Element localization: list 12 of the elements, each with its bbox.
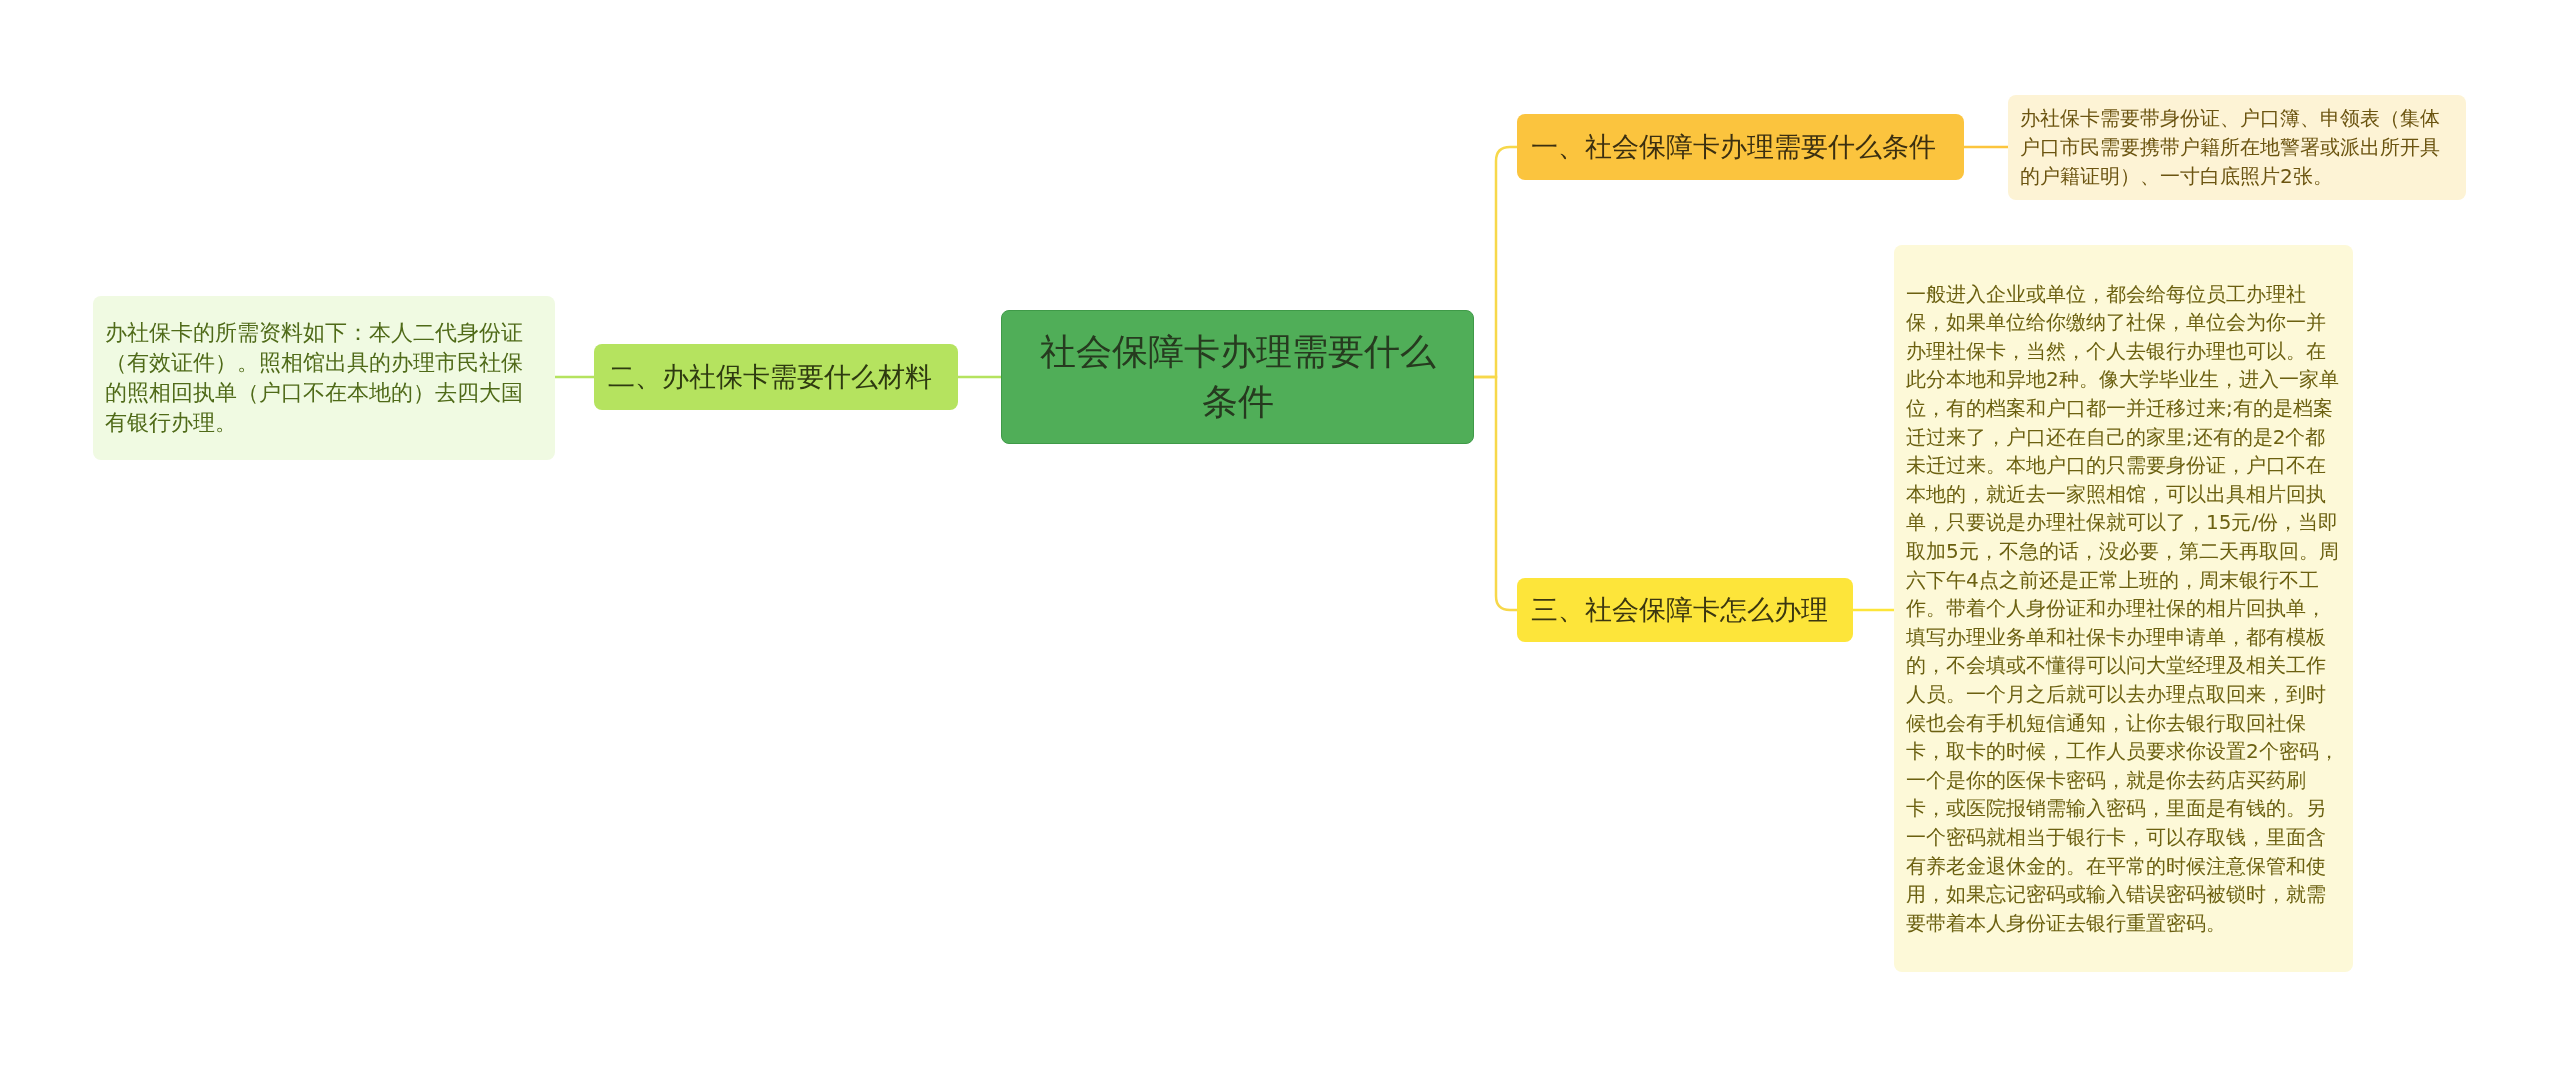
connector-line — [555, 375, 594, 379]
connector-line — [958, 375, 1001, 379]
note-box: 一般进入企业或单位，都会给每位员工办理社保，如果单位给你缴纳了社保，单位会为你一并办理社保卡，当然，个人去银行办理也可以。在此分本地和异地2种。像大学毕业生，进入一家单位，有的档案和户口都一并迁移过来;有的是档案迁过来了，户口还在自己的家里;还有的是2个都未迁过来。本地户口的只需要身份证，户口不在本地的，就近去一家照相馆，可以出具相片回执单，只要说是办理社保就可以了，15元/份，当即取加5元，不急的话，没必要，第二天再取回。周六下午4点之前还是正常上班的，周末银行不工作。带着个人身份证和办理社保的相片回执单，填写办理业务单和社保卡办理申请单，都有模板的，不会填或不懂得可以问大堂经理及相关工作人员。一个月之后就可以去办理点取回来，到时候也会有手机短信通知，让你去银行取回社保卡，取卡的时候，工作人员要求你设置2个密码，一个是你的医保卡密码，就是你去药店买药刷卡，或医院报销需输入密码，里面是有钱的。另一个密码就相当于银行卡，可以存取钱，里面含有养老金退休金的。在平常的时候注意保管和使用，如果忘记密码或输入错误密码被锁时，就需要带着本人身份证去银行重置密码。 — [1894, 245, 2353, 972]
branch-box: 三、社会保障卡怎么办理 — [1517, 578, 1853, 642]
connector-line — [1964, 145, 2008, 149]
branch-box: 一、社会保障卡办理需要什么条件 — [1517, 114, 1964, 180]
connector-line — [1474, 375, 1517, 612]
note-box: 办社保卡需要带身份证、户口簿、申领表（集体户口市民需要携带户籍所在地警署或派出所开具的户籍证明）、一寸白底照片2张。 — [2008, 95, 2466, 200]
topic-box: 社会保障卡办理需要什么条件 — [1001, 310, 1474, 444]
note-box: 办社保卡的所需资料如下：本人二代身份证（有效证件）。照相馆出具的办理市民社保的照相回执单（户口不在本地的）去四大国有银行办理。 — [93, 296, 555, 460]
connector-line — [1853, 608, 1894, 612]
branch-box: 二、办社保卡需要什么材料 — [594, 344, 958, 410]
